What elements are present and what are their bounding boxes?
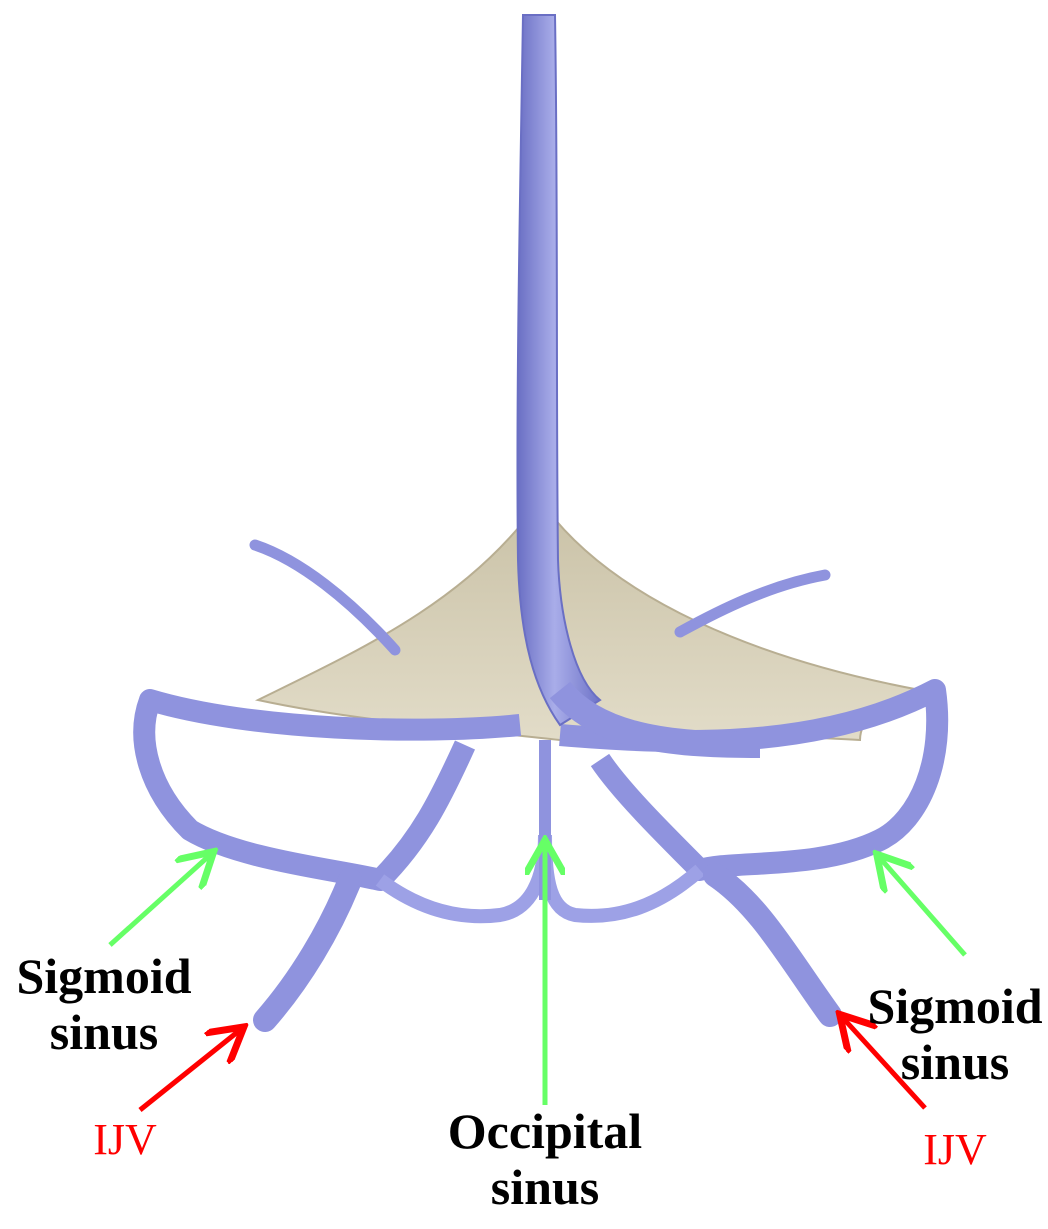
left-ijv-vessel — [265, 880, 350, 1020]
left-sigmoid-arrow — [110, 855, 210, 945]
left-upper-branch — [255, 545, 395, 650]
left-ijv-label: IJV — [65, 1115, 185, 1164]
right-upper-branch — [680, 575, 825, 632]
left-sigmoid-label: Sigmoid sinus — [14, 948, 194, 1060]
right-ijv-vessel — [715, 875, 830, 1015]
right-sigmoid-label: Sigmoid sinus — [865, 978, 1045, 1090]
left-transverse-sinus — [144, 700, 520, 880]
right-ijv-label: IJV — [895, 1125, 1015, 1174]
right-sigmoid-arrow — [880, 858, 965, 955]
occipital-sinus-label: Occipital sinus — [430, 1103, 660, 1215]
